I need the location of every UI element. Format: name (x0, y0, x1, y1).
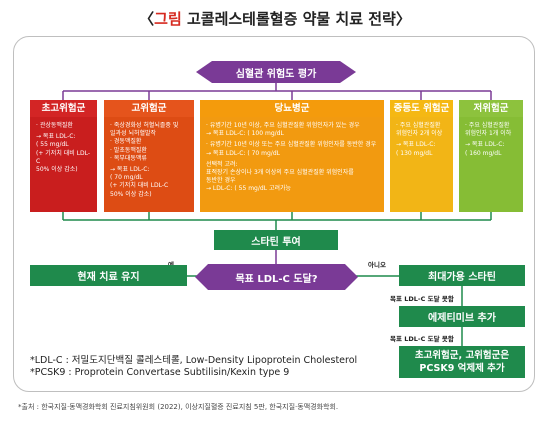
column-text: · 관상동맥질환 (36, 122, 73, 129)
footnote-pcsk9: *PCSK9 : Proprotein Convertase Subtilisi… (30, 367, 290, 378)
column-body: · 유병기간 10년 이상, 주요 심혈관질환 위험인자가 있는 경우 → 목표… (200, 117, 384, 212)
risk-assessment-box: 심혈관 위험도 평가 (196, 61, 356, 83)
column-text: · 유병기간 10년 이상, 주요 심혈관질환 위험인자가 있는 경우 → 목표… (206, 122, 360, 138)
title-text: 고콜레스테롤혈증 약물 치료 전략 (181, 10, 396, 28)
column-text: · 유병기간 10년 이상 또는 주요 심혈관질환 위험인자를 동반한 경우 →… (206, 141, 377, 157)
max-statin-box: 최대가용 스타틴 (399, 265, 525, 286)
footnote-ldl: *LDL-C : 저밀도지단백질 콜레스테롤, Low-Density Lipo… (30, 355, 358, 366)
maintain-treatment-box: 현재 치료 유지 (30, 265, 187, 286)
no-label: 아니오 (368, 261, 386, 269)
pcsk9-line2: PCSK9 억제제 추가 (419, 363, 505, 374)
column-body: · 관상동맥질환 → 목표 LDL-C: ( 55 mg/dL (+ 기저치 대… (30, 117, 97, 212)
title-bracket-close: 〉 (395, 10, 411, 28)
source-citation: *출처 : 한국지질·동맥경화학회 진료지침위원회 (2022), 이상지질혈증… (18, 403, 339, 411)
column-text: · 주요 심혈관질환 위험인자 1개 이하 (465, 122, 512, 138)
column-very-high-risk: 초고위험군 · 관상동맥질환 → 목표 LDL-C: ( 55 mg/dL (+… (30, 100, 97, 212)
column-header: 당뇨병군 (200, 100, 384, 117)
column-header: 초고위험군 (30, 100, 97, 117)
column-diabetes: 당뇨병군 · 유병기간 10년 이상, 주요 심혈관질환 위험인자가 있는 경우… (200, 100, 384, 212)
column-body: · 주요 심혈관질환 위험인자 1개 이하 → 목표 LDL-C: ( 160 … (459, 117, 523, 212)
figure-title: 〈그림 고콜레스테롤혈증 약물 치료 전략〉 (0, 8, 550, 29)
pcsk9-box: 초고위험군, 고위험군은 PCSK9 억제제 추가 (399, 346, 525, 378)
not-reached-label: 목표 LDL-C 도달 못함 (390, 335, 454, 343)
column-text: 선택적 고려: 표적장기 손상이나 3개 이상의 주요 심혈관질환 위험인자를 … (206, 160, 354, 193)
column-header: 고위험군 (104, 100, 194, 117)
column-text: → 목표 LDL-C: ( 70 mg/dL (+ 기저치 대비 LDL-C 5… (110, 166, 169, 198)
pcsk9-line1: 초고위험군, 고위험군은 (414, 350, 510, 361)
column-high-risk: 고위험군 · 죽상경화성 허혈뇌졸중 및 일과성 뇌허혈발작 · 경동맥질환 ·… (104, 100, 194, 212)
column-text: · 주요 심혈관질환 위험인자 2개 이상 (396, 122, 443, 138)
column-header: 저위험군 (459, 100, 523, 117)
column-text: · 죽상경화성 허혈뇌졸중 및 일과성 뇌허혈발작 · 경동맥질환 · 말초동맥… (110, 122, 179, 162)
title-bracket-open: 〈 (139, 10, 155, 28)
column-low-risk: 저위험군 · 주요 심혈관질환 위험인자 1개 이하 → 목표 LDL-C: (… (459, 100, 523, 212)
not-reached-label: 목표 LDL-C 도달 못함 (390, 295, 454, 303)
ezetimibe-box: 에제티미브 추가 (399, 306, 525, 327)
column-moderate-risk: 중등도 위험군 · 주요 심혈관질환 위험인자 2개 이상 → 목표 LDL-C… (390, 100, 453, 212)
column-header: 중등도 위험군 (390, 100, 453, 117)
column-text: → 목표 LDL-C: ( 160 mg/dL (465, 141, 505, 157)
column-text: → 목표 LDL-C: ( 55 mg/dL (+ 기저치 대비 LDL-C 5… (36, 133, 91, 174)
goal-decision-box: 목표 LDL-C 도달? (195, 264, 358, 290)
statin-box: 스타틴 투여 (214, 230, 338, 250)
column-body: · 죽상경화성 허혈뇌졸중 및 일과성 뇌허혈발작 · 경동맥질환 · 말초동맥… (104, 117, 194, 212)
column-body: · 주요 심혈관질환 위험인자 2개 이상 → 목표 LDL-C: ( 130 … (390, 117, 453, 212)
column-text: → 목표 LDL-C: ( 130 mg/dL (396, 141, 436, 157)
title-accent: 그림 (154, 10, 182, 28)
diagram-frame (13, 36, 535, 392)
